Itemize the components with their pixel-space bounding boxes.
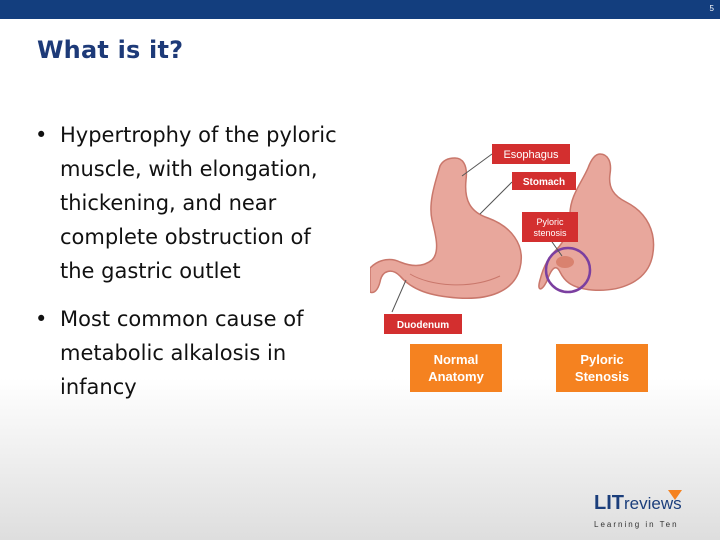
caption-pyloric-stenosis: Pyloric Stenosis — [556, 344, 648, 392]
label-esophagus: Esophagus — [492, 144, 570, 164]
logo-wordmark: LITreviews — [594, 492, 682, 515]
logo-arrow-icon — [668, 490, 682, 500]
top-bar: 5 — [0, 0, 720, 19]
label-stomach-text: Stomach — [523, 177, 565, 188]
caption-stenosis-line2: Stenosis — [575, 369, 629, 384]
leader-lines — [391, 153, 563, 313]
page-number: 5 — [709, 4, 714, 13]
anatomy-figure: Esophagus Stomach Pyloric stenosis Duode… — [370, 144, 655, 392]
bullet-dot: • — [35, 123, 48, 147]
caption-stenosis-line1: Pyloric — [580, 352, 623, 367]
bullet-item: • Hypertrophy of the pyloric muscle, wit… — [32, 118, 342, 288]
logo-tagline: Learning in Ten — [594, 520, 679, 529]
label-duodenum: Duodenum — [384, 314, 462, 334]
label-duodenum-text: Duodenum — [397, 320, 449, 331]
pylorus-highlight-circle — [544, 246, 592, 294]
bullet-list: • Hypertrophy of the pyloric muscle, wit… — [32, 118, 342, 418]
label-esophagus-text: Esophagus — [503, 149, 559, 161]
bullet-dot: • — [35, 307, 48, 331]
bullet-text: Most common cause of metabolic alkalosis… — [60, 307, 304, 399]
caption-normal-line1: Normal — [434, 352, 479, 367]
logo-reviews: reviews — [624, 494, 682, 513]
litreviews-logo: LITreviews Learning in Ten — [590, 490, 690, 534]
normal-stomach-illustration — [370, 157, 522, 300]
logo-lit: LIT — [594, 492, 624, 514]
label-pyloric-stenosis: Pyloric stenosis — [522, 212, 578, 242]
stenosis-stomach-illustration — [538, 153, 655, 291]
label-pyloric-line2: stenosis — [533, 228, 567, 238]
bullet-text: Hypertrophy of the pyloric muscle, with … — [60, 123, 337, 283]
label-stomach: Stomach — [512, 172, 576, 190]
caption-normal-line2: Anatomy — [428, 369, 484, 384]
bullet-item: • Most common cause of metabolic alkalos… — [32, 302, 342, 404]
caption-normal-anatomy: Normal Anatomy — [410, 344, 502, 392]
slide-title: What is it? — [37, 36, 184, 64]
label-pyloric-line1: Pyloric — [536, 217, 564, 227]
